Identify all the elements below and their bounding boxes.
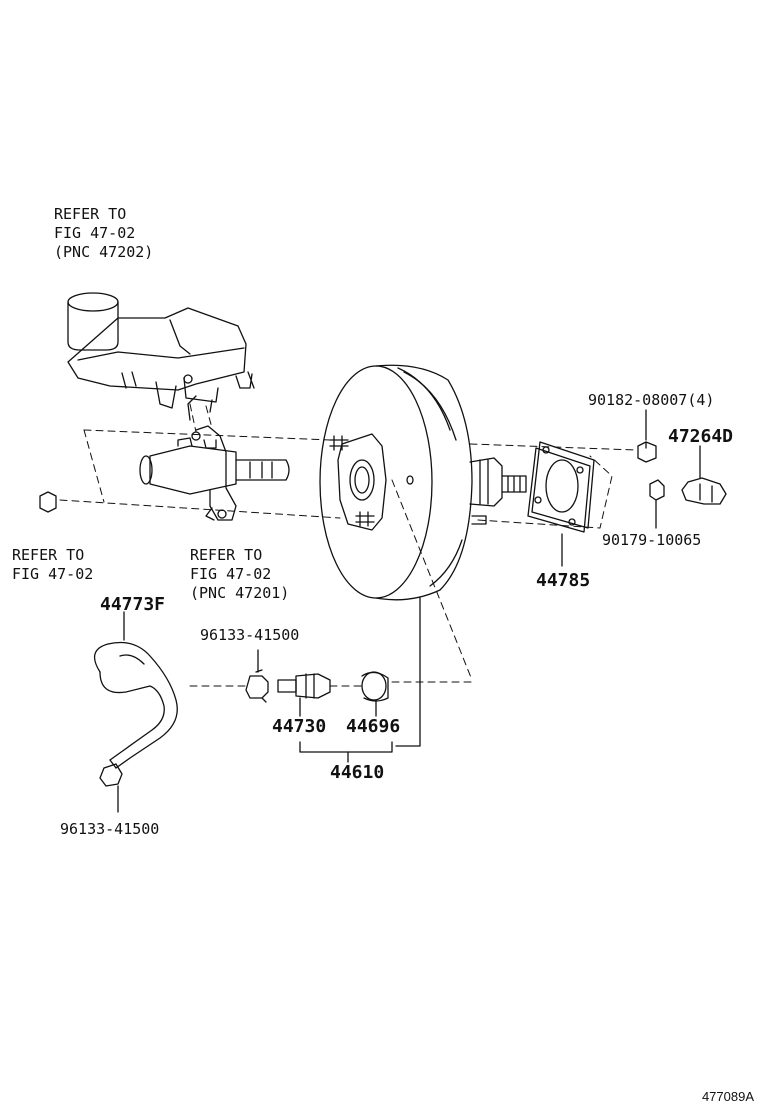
leader-lines — [118, 410, 700, 812]
reference-nut-left: REFER TO FIG 47-02 — [12, 546, 93, 584]
assembly-dashed-lines — [60, 404, 636, 686]
part-96133-41500-lower[interactable]: 96133-41500 — [60, 820, 160, 838]
reference-reservoir-line2: FIG 47-02 — [54, 224, 136, 242]
figure-id: 477089A — [701, 1089, 754, 1104]
reference-nut-left-line2: FIG 47-02 — [12, 565, 94, 583]
reference-reservoir-line1: REFER TO — [54, 205, 127, 223]
check-valve-drawing — [100, 670, 388, 786]
part-44696[interactable]: 44696 — [346, 716, 401, 737]
part-44610[interactable]: 44610 — [330, 762, 385, 783]
part-44785[interactable]: 44785 — [536, 570, 591, 591]
gasket-drawing — [528, 442, 594, 532]
reservoir-tank-drawing — [68, 293, 254, 408]
part-90182-08007[interactable]: 90182-08007(4) — [588, 391, 715, 409]
reference-master-cylinder-line3: (PNC 47201) — [190, 584, 290, 602]
vacuum-hose-drawing — [95, 643, 178, 769]
reference-reservoir-line3: (PNC 47202) — [54, 243, 154, 261]
reference-nut-left-line1: REFER TO — [12, 546, 85, 564]
part-44773f[interactable]: 44773F — [100, 594, 166, 615]
part-90179-10065[interactable]: 90179-10065 — [602, 531, 702, 549]
reference-reservoir: REFER TO FIG 47-02 (PNC 47202) — [54, 205, 153, 262]
reference-master-cylinder: REFER TO FIG 47-02 (PNC 47201) — [190, 546, 289, 603]
reference-master-cylinder-line2: FIG 47-02 — [190, 565, 272, 583]
part-44730[interactable]: 44730 — [272, 716, 327, 737]
hardware-drawing — [40, 442, 726, 512]
part-47264d[interactable]: 47264D — [668, 426, 734, 447]
part-96133-41500-upper[interactable]: 96133-41500 — [200, 626, 300, 644]
reference-master-cylinder-line1: REFER TO — [190, 546, 263, 564]
master-cylinder-drawing — [140, 396, 289, 520]
brake-booster-drawing — [320, 365, 526, 600]
